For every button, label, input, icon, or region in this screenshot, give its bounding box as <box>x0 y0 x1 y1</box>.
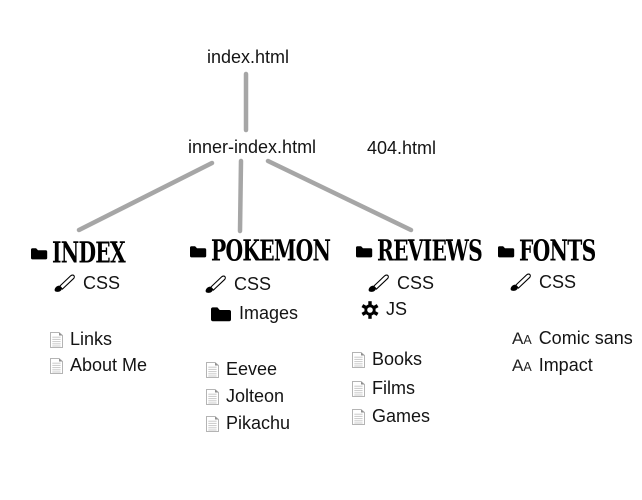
asset-label: CSS <box>83 273 121 293</box>
folder-title: FONTS <box>519 234 596 269</box>
font-label: Impact <box>538 355 593 375</box>
file-node-index-html: index.html <box>207 47 290 67</box>
document-icon <box>206 361 219 378</box>
paintbrush-icon <box>54 274 75 292</box>
folder-title: INDEX <box>52 236 126 271</box>
asset-item-reviews-js: JS <box>361 299 407 320</box>
asset-label: Images <box>239 303 299 323</box>
file-node-inner-index-html: inner-index.html <box>188 137 317 157</box>
paintbrush-icon <box>368 274 389 292</box>
page-label: Pikachu <box>226 413 291 433</box>
folder-title: REVIEWS <box>377 234 483 269</box>
page-label: Eevee <box>226 359 278 379</box>
page-item-games: Games <box>352 406 430 427</box>
folder-title: POKEMON <box>211 234 331 269</box>
paintbrush-icon <box>510 273 531 291</box>
asset-label: CSS <box>397 273 435 293</box>
folder-heading-fonts: FONTS <box>497 234 621 269</box>
asset-item-pokemon-css: CSS <box>204 274 271 295</box>
document-icon <box>50 331 63 348</box>
page-item-links: Links <box>50 329 112 350</box>
paintbrush-icon <box>205 275 226 293</box>
folder-icon <box>498 246 515 258</box>
page-item-pikachu: Pikachu <box>206 413 290 434</box>
font-label: Comic sans <box>538 328 633 348</box>
page-label: Jolteon <box>226 386 285 406</box>
page-item-jolteon: Jolteon <box>206 386 284 407</box>
gear-icon <box>361 300 379 319</box>
asset-label: CSS <box>234 274 272 294</box>
page-label: Links <box>70 329 113 349</box>
page-label: Games <box>372 406 431 426</box>
document-icon <box>50 357 63 374</box>
folder-heading-index: INDEX <box>30 236 149 271</box>
document-icon <box>352 351 365 368</box>
document-icon <box>352 408 365 425</box>
folder-icon <box>190 246 207 258</box>
connector-inner-to-index <box>76 160 215 233</box>
folder-heading-pokemon: POKEMON <box>189 234 370 269</box>
connector-inner-to-pokemon <box>237 158 244 234</box>
folder-icon <box>211 306 231 321</box>
page-item-eevee: Eevee <box>206 359 277 380</box>
page-label: Books <box>372 349 423 369</box>
connector-inner-to-reviews <box>265 158 414 233</box>
page-item-about-me: About Me <box>50 355 147 376</box>
asset-label: JS <box>386 299 408 319</box>
page-label: About Me <box>70 355 148 375</box>
page-item-films: Films <box>352 378 415 399</box>
document-icon <box>206 415 219 432</box>
asset-item-index-css: CSS <box>53 273 120 294</box>
document-icon <box>206 388 219 405</box>
asset-item-fonts-css: CSS <box>509 272 576 293</box>
page-label: Films <box>372 378 415 398</box>
asset-item-reviews-css: CSS <box>367 273 434 294</box>
asset-item-pokemon-images: Images <box>210 303 298 324</box>
file-node-404-html: 404.html <box>367 138 437 158</box>
folder-icon <box>31 248 48 260</box>
document-icon <box>352 380 365 397</box>
folder-icon <box>356 246 373 258</box>
asset-label: CSS <box>539 272 577 292</box>
page-item-books: Books <box>352 349 422 370</box>
folder-heading-reviews: REVIEWS <box>355 234 517 269</box>
